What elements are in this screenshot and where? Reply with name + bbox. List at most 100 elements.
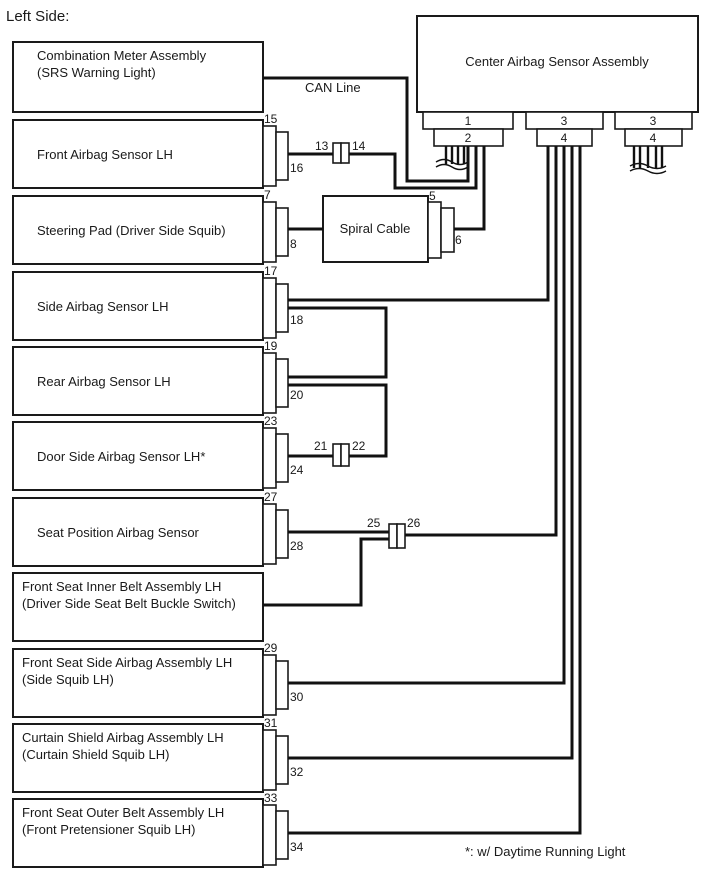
connector-inner bbox=[275, 358, 289, 408]
pin-upper: 29 bbox=[264, 641, 278, 655]
component-box bbox=[12, 572, 264, 642]
ecu-label: Center Airbag Sensor Assembly bbox=[465, 54, 649, 69]
connector-outer bbox=[262, 125, 277, 187]
connector-outer bbox=[262, 804, 277, 866]
ecu-connector-2-label: 2 bbox=[465, 131, 472, 145]
component-box bbox=[12, 41, 264, 113]
component-label: Rear Airbag Sensor LH bbox=[37, 374, 171, 389]
component-label: Combination Meter Assembly bbox=[37, 48, 207, 63]
spiral-cable: Spiral Cable 5 6 bbox=[322, 189, 462, 263]
seat-position-airbag-sensor: Seat Position Airbag Sensor 27 28 bbox=[12, 490, 304, 567]
component-label: Steering Pad (Driver Side Squib) bbox=[37, 223, 226, 238]
wire-side-to-rear-sensor bbox=[288, 306, 388, 379]
rear-airbag-sensor-lh: Rear Airbag Sensor LH 19 20 bbox=[12, 339, 304, 416]
pin-21: 21 bbox=[314, 439, 328, 453]
junction-13-14: 13 14 bbox=[315, 139, 366, 164]
pin-lower: 20 bbox=[290, 388, 304, 402]
component-label: Front Seat Inner Belt Assembly LH bbox=[22, 579, 221, 594]
component-sublabel: (Driver Side Seat Belt Buckle Switch) bbox=[22, 596, 236, 611]
component-sublabel: (SRS Warning Light) bbox=[37, 65, 156, 80]
wire-side-airbag-sensor-ecu bbox=[288, 146, 550, 302]
ecu-connector-3-mid-label: 3 bbox=[561, 114, 568, 128]
pin-13: 13 bbox=[315, 139, 329, 153]
pin-upper: 7 bbox=[264, 188, 271, 202]
connector-inner bbox=[275, 810, 289, 860]
wire-curtain-squib-ecu bbox=[288, 146, 574, 760]
component-label: Front Seat Outer Belt Assembly LH bbox=[22, 805, 224, 820]
component-label: Side Airbag Sensor LH bbox=[37, 299, 169, 314]
pin-upper: 33 bbox=[264, 791, 278, 805]
connector-inner bbox=[275, 509, 289, 559]
component-label: Curtain Shield Airbag Assembly LH bbox=[22, 730, 224, 745]
connector-inner bbox=[275, 735, 289, 785]
pin-22: 22 bbox=[352, 439, 366, 453]
component-box bbox=[12, 119, 264, 189]
connector-outer bbox=[262, 427, 277, 489]
connector-outer bbox=[262, 201, 277, 263]
pin-25: 25 bbox=[367, 516, 381, 530]
component-label: Front Airbag Sensor LH bbox=[37, 147, 173, 162]
ecu-connector-4-mid-label: 4 bbox=[561, 131, 568, 145]
component-label: Door Side Airbag Sensor LH* bbox=[37, 449, 205, 464]
pin-upper: 27 bbox=[264, 490, 278, 504]
wire-pretensioner-ecu bbox=[288, 146, 582, 835]
connector-inner bbox=[275, 283, 289, 333]
pin-upper: 19 bbox=[264, 339, 278, 353]
pin-6: 6 bbox=[455, 233, 462, 247]
wire-buckle-switch bbox=[263, 537, 389, 607]
pin-5: 5 bbox=[429, 189, 436, 203]
center-airbag-sensor-assembly: Center Airbag Sensor Assembly 1 2 3 4 3 … bbox=[416, 15, 699, 147]
connector-inner bbox=[275, 207, 289, 257]
ecu-stub-wires-right bbox=[629, 146, 667, 175]
wire-rear-to-door-sensor bbox=[288, 383, 388, 458]
junction-21-22: 21 22 bbox=[314, 439, 366, 467]
connector-outer bbox=[262, 352, 277, 414]
connector-inner bbox=[275, 131, 289, 181]
wire-junction-14-ecu bbox=[349, 146, 478, 190]
front-airbag-sensor-lh: Front Airbag Sensor LH 15 16 bbox=[12, 112, 304, 189]
steering-pad: Steering Pad (Driver Side Squib)78 bbox=[12, 188, 297, 265]
component-sublabel: (Curtain Shield Squib LH) bbox=[22, 747, 169, 762]
combination-meter-assembly: Combination Meter Assembly (SRS Warning L… bbox=[12, 41, 264, 113]
wire-can-line bbox=[263, 76, 470, 183]
component-label: Front Seat Side Airbag Assembly LH bbox=[22, 655, 232, 670]
wires: CAN Line bbox=[263, 76, 582, 835]
connector-outer bbox=[262, 654, 277, 716]
pin-upper: 31 bbox=[264, 716, 278, 730]
pin-lower: 28 bbox=[290, 539, 304, 553]
footnote: *: w/ Daytime Running Light bbox=[465, 844, 626, 859]
pin-26: 26 bbox=[407, 516, 421, 530]
connector-inner bbox=[275, 660, 289, 710]
front-seat-inner-belt-assembly-lh: Front Seat Inner Belt Assembly LH (Driver… bbox=[12, 572, 264, 642]
pin-lower: 34 bbox=[290, 840, 304, 854]
component-sublabel: (Side Squib LH) bbox=[22, 672, 114, 687]
component-box bbox=[12, 723, 264, 793]
component-box bbox=[12, 271, 264, 341]
component-sublabel: (Front Pretensioner Squib LH) bbox=[22, 822, 195, 837]
ecu-stub-wires-left bbox=[435, 146, 469, 171]
wire-side-squib-ecu bbox=[288, 146, 566, 685]
component-box bbox=[12, 421, 264, 491]
connector-inner bbox=[275, 433, 289, 483]
ecu-connector-4-right bbox=[624, 128, 683, 147]
wire-spiral-cable-ecu bbox=[454, 146, 486, 231]
front-seat-side-airbag-assembly-lh: Front Seat Side Airbag Assembly LH (Side … bbox=[12, 641, 304, 718]
component-label: Seat Position Airbag Sensor bbox=[37, 525, 200, 540]
can-line-label: CAN Line bbox=[305, 80, 361, 95]
pin-upper: 17 bbox=[264, 264, 278, 278]
curtain-shield-airbag-assembly-lh: Curtain Shield Airbag Assembly LH (Curtai… bbox=[12, 716, 304, 793]
pin-upper: 15 bbox=[264, 112, 278, 126]
pin-upper: 23 bbox=[264, 414, 278, 428]
ecu-connector-4-right-label: 4 bbox=[650, 131, 657, 145]
pin-lower: 16 bbox=[290, 161, 304, 175]
front-seat-outer-belt-assembly-lh: Front Seat Outer Belt Assembly LH (Front … bbox=[12, 791, 304, 868]
connector-outer bbox=[262, 729, 277, 791]
connector-outer bbox=[262, 503, 277, 565]
spiral-cable-label: Spiral Cable bbox=[340, 221, 411, 236]
connector-outer bbox=[262, 277, 277, 339]
wire-junction-26-ecu bbox=[405, 146, 558, 537]
diagram-title: Left Side: bbox=[6, 8, 69, 25]
ecu-connector-1-label: 1 bbox=[465, 114, 472, 128]
